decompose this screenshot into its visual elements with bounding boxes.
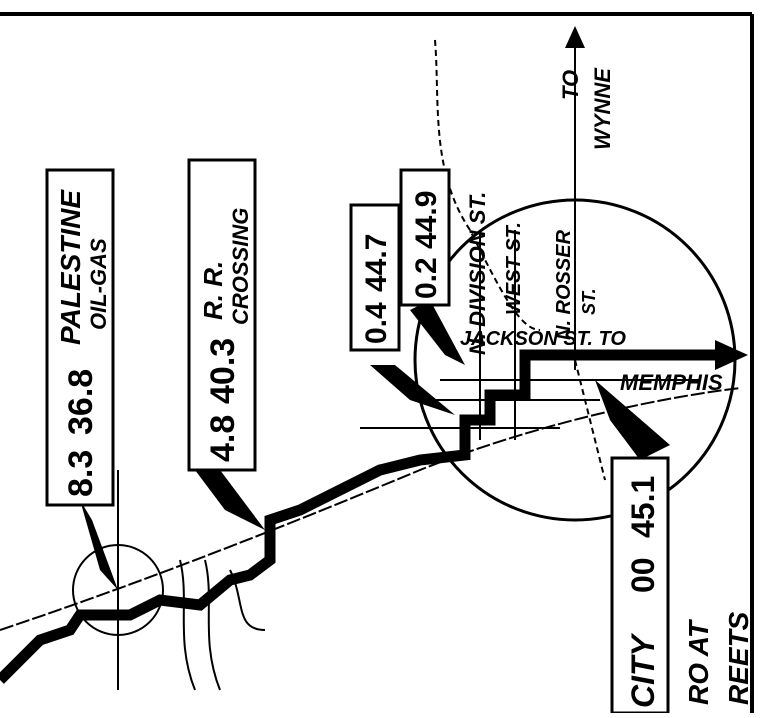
stop-5-sub: RO AT (683, 618, 714, 705)
street-n-rosser: N. ROSSER (553, 229, 575, 340)
stop-1-label: 8.3 36.8 PALESTINE OIL-GAS (45, 168, 115, 507)
pointer-stop-1 (80, 500, 118, 590)
railroad-line (0, 387, 741, 631)
street-memphis: MEMPHIS (620, 370, 723, 395)
stop-2-box (187, 158, 257, 472)
stop-2-sub: CROSSING (228, 208, 253, 325)
stop-5-sub2-label: REETS (723, 611, 754, 705)
stop-3-box (349, 203, 401, 352)
street-n-rosser-st: ST. (579, 288, 599, 315)
railroad-spur (434, 39, 541, 331)
stop-1-mile: 36.8 (62, 369, 100, 435)
creek-line-1 (179, 559, 196, 691)
stop-1-box (45, 168, 115, 507)
stop-5-dist: 00 (625, 557, 661, 593)
street-n-division: N. DIVISION ST. (465, 192, 490, 355)
street-west: WEST ST. (503, 222, 525, 315)
stop-1-sub: OIL-GAS (86, 238, 111, 330)
stop-5-name: CITY (625, 632, 661, 708)
label-to: TO (558, 70, 583, 100)
stop-5-mile: 45.1 (625, 476, 661, 538)
stop-2-dist: 4.8 (204, 415, 242, 462)
stop-3-label: 0.4 44.7 (349, 203, 401, 352)
stop-4-dist: 0.2 (410, 257, 443, 299)
stop-2-name: R. R. (198, 261, 228, 320)
pointer-stop-3 (370, 365, 455, 415)
pointer-stop-2 (195, 470, 265, 530)
stop-1-name: PALESTINE (55, 189, 86, 345)
stop-1-dist: 8.3 (62, 450, 100, 497)
arrow-to-memphis (715, 340, 748, 370)
stop-4-label: 0.2 44.9 (399, 168, 451, 307)
pointer-stop-4 (410, 300, 465, 365)
stop-5-label: CITY 00 45.1 (610, 456, 670, 715)
main-highway (0, 349, 720, 684)
railroad-spur-2 (574, 359, 606, 481)
stop-4-box (399, 168, 451, 307)
arrow-to-wynne (565, 26, 585, 48)
stop-2-label: 4.8 40.3 R. R. CROSSING (187, 158, 257, 472)
label-wynne: WYNNE (590, 67, 615, 150)
street-jackson: JACKSON ST. TO (460, 328, 626, 350)
stop-3-dist: 0.4 (360, 302, 393, 344)
pointer-stop-5 (595, 380, 670, 460)
stop-2-mile: 40.3 (204, 338, 242, 404)
creek-line-2 (204, 559, 221, 691)
stop-3-mile: 44.7 (360, 234, 393, 292)
stop-4-mile: 44.9 (410, 191, 443, 249)
stop-5-sub2: REETS (723, 611, 754, 705)
stop-5-sub-label: RO AT (683, 618, 714, 705)
